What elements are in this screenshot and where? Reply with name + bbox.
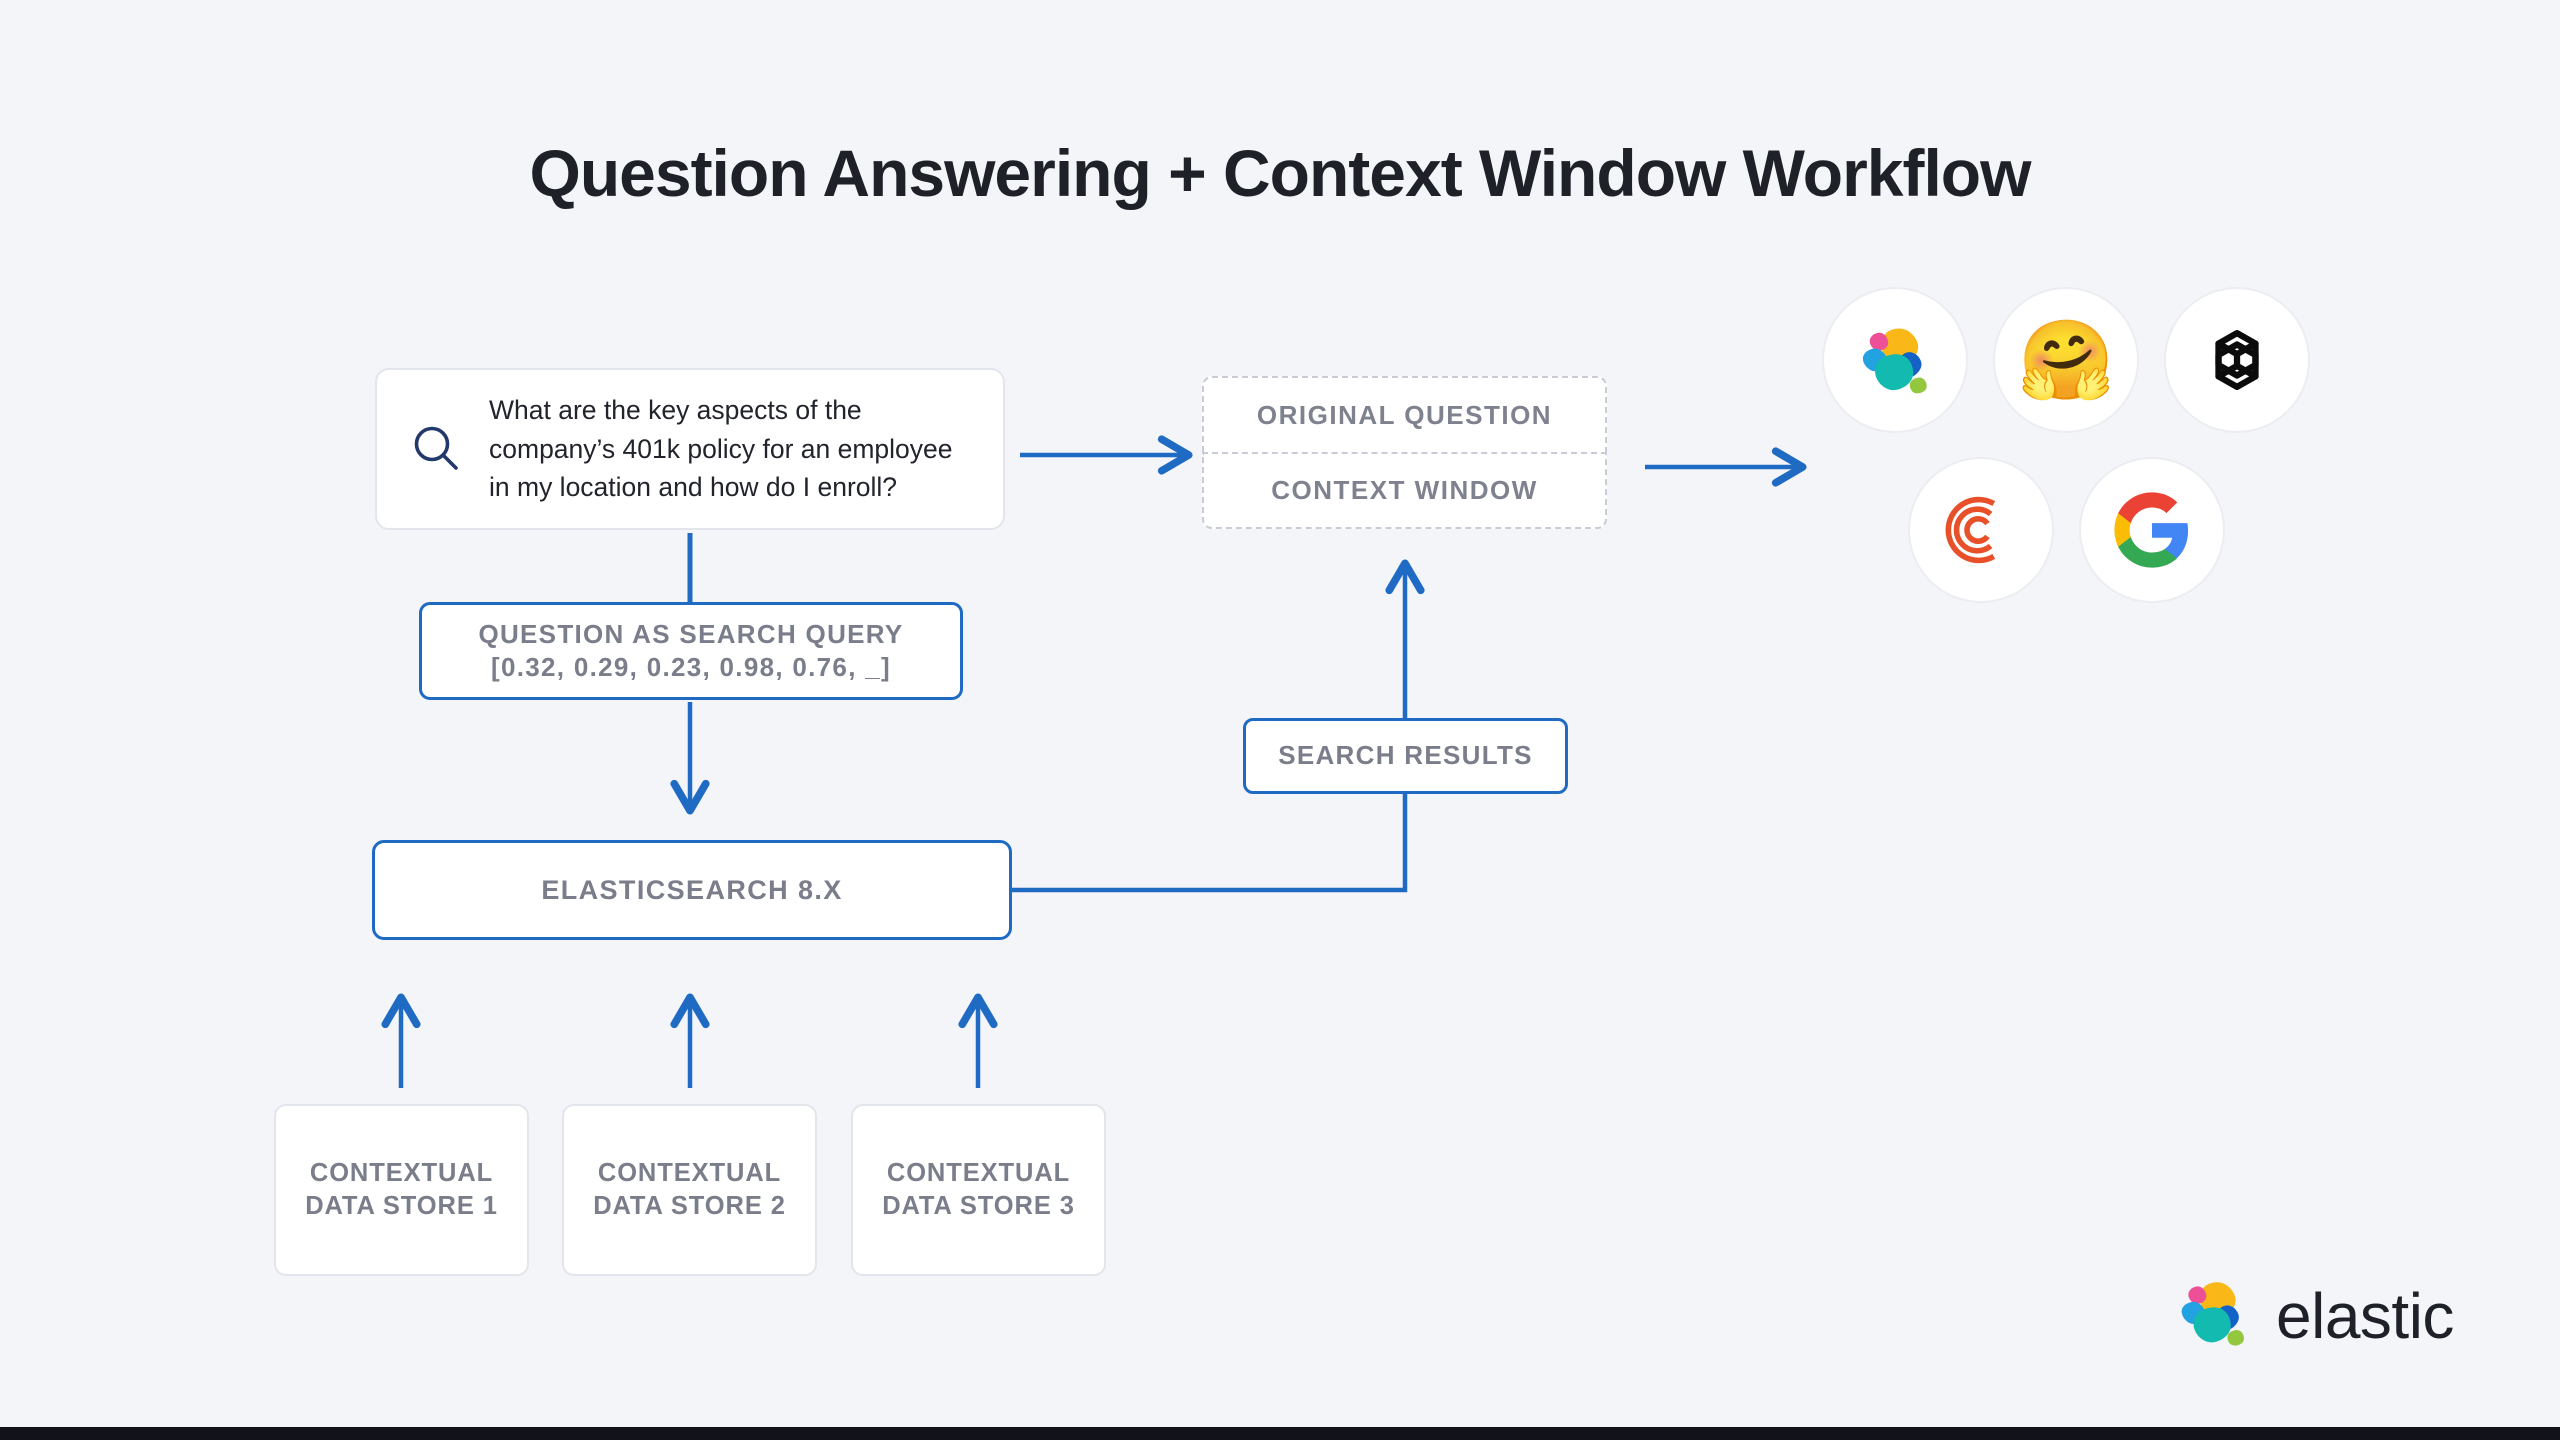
search-results-label: SEARCH RESULTS xyxy=(1278,740,1533,771)
google-logo-icon xyxy=(2079,457,2225,603)
elastic-logo-icon xyxy=(1822,287,1968,433)
question-as-search-query-box: QUESTION AS SEARCH QUERY [0.32, 0.29, 0.… xyxy=(419,602,963,700)
question-text: What are the key aspects of the company’… xyxy=(489,394,953,503)
query-vector-value: [0.32, 0.29, 0.23, 0.98, 0.76, _] xyxy=(491,652,891,682)
elasticsearch-label: ELASTICSEARCH 8.X xyxy=(541,874,843,905)
elasticsearch-box: ELASTICSEARCH 8.X xyxy=(372,840,1012,940)
store-1-label: CONTEXTUAL DATA STORE 1 xyxy=(305,1157,498,1222)
store-2-line2: DATA STORE 2 xyxy=(593,1192,786,1220)
store-3-label: CONTEXTUAL DATA STORE 3 xyxy=(882,1157,1075,1222)
elastic-brand-lockup: elastic xyxy=(2172,1272,2454,1359)
store-1-line1: CONTEXTUAL xyxy=(309,1159,494,1188)
context-window-label: CONTEXT WINDOW xyxy=(1271,474,1538,505)
hugging-face-logo-icon: 🤗 xyxy=(1993,287,2139,433)
question-card: What are the key aspects of the company’… xyxy=(375,368,1005,530)
cohere-logo-icon xyxy=(1908,457,2054,603)
contextual-data-store-1: CONTEXTUAL DATA STORE 1 xyxy=(274,1104,529,1276)
elastic-wordmark: elastic xyxy=(2276,1279,2454,1352)
elastic-brand-logo-icon xyxy=(2172,1272,2254,1359)
page-title: Question Answering + Context Window Work… xyxy=(529,136,2032,210)
contextual-data-store-2: CONTEXTUAL DATA STORE 2 xyxy=(562,1104,817,1276)
original-question-box: ORIGINAL QUESTION xyxy=(1202,376,1607,453)
search-icon xyxy=(407,420,465,478)
search-results-box: SEARCH RESULTS xyxy=(1243,718,1568,794)
contextual-data-store-3: CONTEXTUAL DATA STORE 3 xyxy=(851,1104,1106,1276)
store-2-line1: CONTEXTUAL xyxy=(597,1159,782,1188)
store-3-line2: DATA STORE 3 xyxy=(882,1192,1075,1220)
bottom-bar xyxy=(0,1427,2560,1440)
hugging-face-emoji: 🤗 xyxy=(2017,316,2115,404)
context-window-box: CONTEXT WINDOW xyxy=(1202,452,1607,529)
query-box-label: QUESTION AS SEARCH QUERY xyxy=(478,618,904,649)
original-question-label: ORIGINAL QUESTION xyxy=(1256,399,1553,430)
store-2-label: CONTEXTUAL DATA STORE 2 xyxy=(593,1157,786,1222)
store-3-line1: CONTEXTUAL xyxy=(886,1159,1071,1188)
openai-logo-icon xyxy=(2164,287,2310,433)
store-1-line2: DATA STORE 1 xyxy=(305,1192,498,1220)
